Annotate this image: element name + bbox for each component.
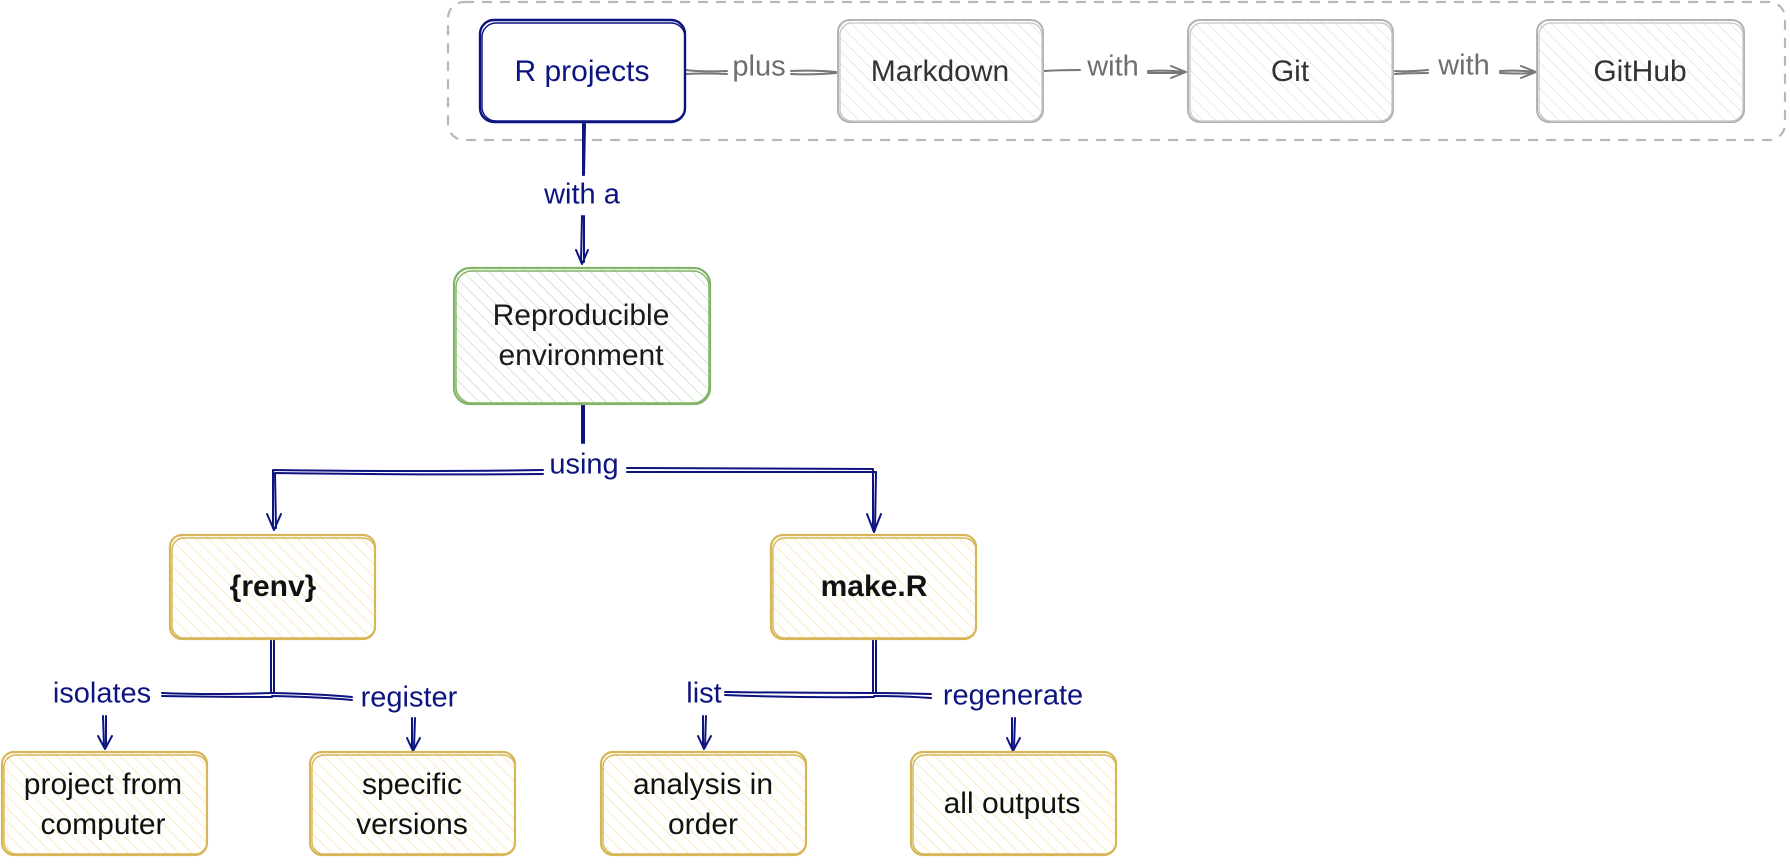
node-isolate-project-label-line2: computer: [40, 808, 165, 841]
edge-with-git: [1043, 65, 1187, 79]
node-git: Git: [1187, 19, 1394, 123]
node-r-projects-box-sketch: [481, 22, 686, 122]
node-renv: {renv}: [168, 533, 377, 641]
node-isolate-project-box-sketch: [3, 754, 208, 855]
node-isolate-project-label-line1: project from: [24, 768, 182, 801]
edge-label-plus: plus: [732, 51, 785, 83]
edge-label-with-a: with a: [543, 179, 621, 211]
node-make-r-label: make.R: [821, 570, 928, 603]
node-renv-box-sketch: [171, 537, 376, 639]
node-repro-env-label-line1: Reproducible: [493, 299, 670, 332]
node-r-projects-label: R projects: [514, 55, 649, 88]
node-specific-versions-label-line2: versions: [356, 808, 468, 841]
edge-label-with-git: with: [1086, 51, 1139, 83]
edge-with-a: [575, 123, 589, 265]
edges: [97, 65, 1537, 752]
node-markdown-box-sketch: [839, 22, 1043, 122]
node-git-label: Git: [1271, 55, 1310, 88]
edge-renv-branch: [97, 639, 421, 752]
node-markdown-box: [837, 19, 1044, 123]
node-renv-label: {renv}: [230, 570, 317, 603]
node-github-label: GitHub: [1593, 55, 1686, 88]
edge-maker-branch: [697, 639, 1021, 752]
node-analysis-order-box-sketch: [602, 754, 807, 855]
edge-using: [266, 404, 882, 533]
node-analysis-order-label-line1: analysis in: [633, 768, 773, 801]
node-analysis-order: analysis in order: [599, 750, 808, 857]
node-repro-env-label-line2: environment: [498, 339, 664, 372]
node-markdown: Markdown: [837, 19, 1044, 123]
node-repro-env-box: [452, 266, 712, 406]
node-make-r-box-sketch: [772, 537, 977, 639]
edge-label-register: register: [361, 682, 458, 714]
node-all-outputs-label: all outputs: [944, 787, 1081, 820]
edge-label-list: list: [686, 678, 721, 710]
workflow-group: [446, 0, 1787, 142]
node-reproducible-environment: Reproducible environment: [452, 266, 712, 406]
node-isolate-project: project from computer: [0, 750, 209, 857]
node-make-r: make.R: [769, 533, 978, 641]
node-markdown-label: Markdown: [871, 55, 1009, 88]
node-git-box: [1187, 19, 1394, 123]
node-all-outputs: all outputs: [909, 750, 1118, 857]
edge-label-isolates: isolates: [53, 678, 151, 710]
edge-label-regenerate: regenerate: [943, 680, 1083, 712]
node-github-box: [1536, 19, 1745, 123]
node-repro-env-box-sketch: [455, 270, 710, 404]
node-specific-versions-box-sketch: [311, 754, 516, 855]
node-github-box-sketch: [1538, 22, 1744, 122]
node-specific-versions-label-line1: specific: [362, 768, 462, 801]
node-specific-versions: specific versions: [308, 750, 517, 857]
node-analysis-order-label-line2: order: [668, 808, 738, 841]
node-all-outputs-box-sketch: [912, 754, 1117, 855]
node-r-projects: R projects: [478, 18, 687, 124]
edge-label-with-github: with: [1437, 50, 1490, 82]
node-git-box-sketch: [1189, 22, 1393, 122]
edge-label-using: using: [549, 449, 618, 481]
edge-plus: [685, 69, 837, 76]
node-github: GitHub: [1536, 19, 1745, 123]
